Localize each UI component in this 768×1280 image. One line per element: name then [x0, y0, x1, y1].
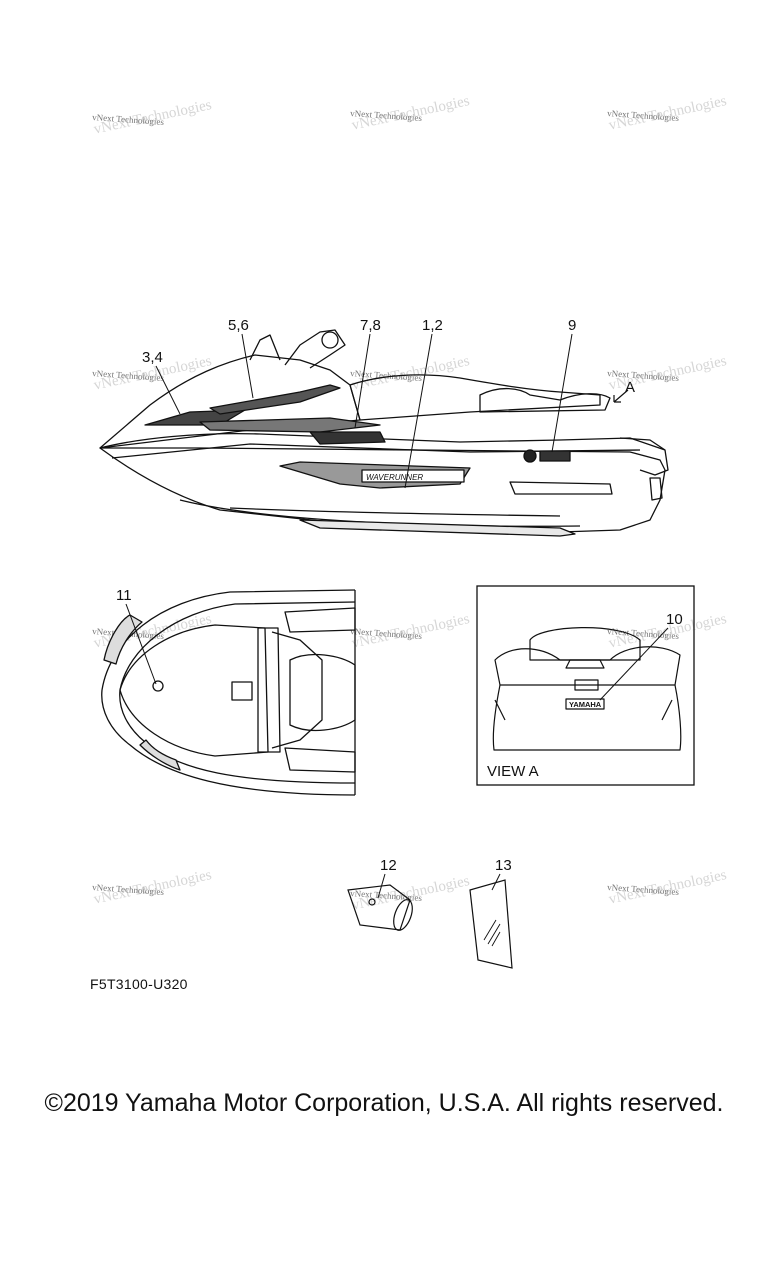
leader-3-4 — [155, 365, 181, 415]
top-console — [257, 627, 281, 753]
watermark: vNext Technologies vNext Technologies — [92, 867, 213, 908]
leader-1-2 — [404, 333, 433, 489]
rear-grab-handle — [479, 387, 611, 413]
watermark: vNext Technologies vNext Technologies — [350, 873, 471, 914]
decal-model-box — [361, 469, 465, 483]
leader-5-6 — [241, 333, 254, 399]
stern-backrest — [529, 627, 641, 661]
leader-13 — [491, 873, 501, 891]
stern-tail-right — [661, 699, 673, 721]
watercraft-top-view — [101, 589, 356, 796]
top-bow-deck — [119, 624, 269, 757]
view-direction-arrow-icon — [613, 389, 629, 403]
decal-model-text: WAVERUNNER — [366, 473, 423, 482]
gunwale-line — [99, 432, 666, 451]
top-inner-rail — [119, 601, 356, 784]
handlebar-grip — [321, 331, 339, 349]
seat — [349, 374, 601, 421]
side-view-callouts: 5,6 3,4 7,8 1,2 9 — [142, 317, 576, 489]
decal-roll-hole — [368, 898, 376, 906]
callout-12: 12 — [380, 857, 397, 874]
stern-platform — [619, 437, 669, 476]
callout-3-4: 3,4 — [142, 349, 163, 366]
yamaha-side-badge — [539, 450, 571, 462]
decal-mid-stripe — [199, 417, 381, 433]
stern-slot — [574, 679, 599, 691]
callout-7-8: 7,8 — [360, 317, 381, 334]
leader-11 — [125, 603, 157, 685]
decal-11-spot — [152, 680, 164, 692]
parts-diagram: vNext Technologies vNext Technologies vN… — [92, 93, 728, 969]
view-a-stern-drawing — [492, 627, 682, 751]
callout-1-2: 1,2 — [422, 317, 443, 334]
steering-column — [249, 334, 281, 361]
top-footwell-upper — [284, 607, 356, 633]
stern-step — [565, 659, 605, 669]
yamaha-rear-badge-text: YAMAHA — [569, 700, 602, 709]
leader-10 — [599, 627, 669, 701]
callout-11: 11 — [116, 587, 132, 604]
stern-tail-left — [494, 699, 506, 721]
view-a-label: VIEW A — [487, 763, 539, 780]
top-handlebar — [271, 631, 323, 749]
side-vent — [509, 481, 613, 495]
decal-card-shine-icon — [483, 919, 501, 947]
view-a-frame — [476, 585, 695, 786]
hull-outline — [99, 447, 666, 533]
decal-card-outline — [469, 879, 513, 969]
top-hull-outline — [101, 589, 356, 796]
watercraft-side-view: WAVERUNNER A — [99, 329, 669, 537]
hull-waterline — [299, 519, 576, 537]
top-footwell-lower — [284, 747, 356, 773]
decal-upper-stripe — [209, 384, 341, 415]
hull-chine-line — [229, 507, 561, 517]
bow-deck — [99, 354, 361, 449]
decal-side-badge — [309, 431, 386, 445]
stern-body — [492, 684, 682, 751]
yamaha-emblem-icon — [523, 449, 537, 463]
stern-handle — [494, 646, 681, 686]
yamaha-rear-badge — [565, 698, 605, 710]
part-12-decal-roll: 12 — [347, 857, 413, 931]
view-a-panel: YAMAHA 10 VIEW A — [476, 585, 695, 786]
watermarks: vNext Technologies vNext Technologies vN… — [92, 93, 728, 914]
view-arrow-label: A — [625, 379, 635, 396]
watermark: vNext Technologies vNext Technologies — [350, 611, 471, 652]
part-13-decal-card: 13 — [469, 857, 513, 969]
watermark: vNext Technologies vNext Technologies — [607, 867, 728, 908]
leader-12 — [377, 873, 386, 899]
watermark: vNext Technologies vNext Technologies — [350, 353, 471, 394]
callout-5-6: 5,6 — [228, 317, 249, 334]
stern-detail — [649, 477, 663, 501]
callout-13: 13 — [495, 857, 512, 874]
watermark: vNext Technologies vNext Technologies — [92, 97, 213, 138]
decal-roll-end-icon — [393, 899, 413, 931]
callout-9: 9 — [568, 317, 576, 334]
top-hatch — [231, 681, 253, 701]
top-bumper-right — [139, 739, 181, 771]
callout-10: 10 — [666, 611, 683, 628]
handlebar — [284, 329, 346, 369]
part-code: F5T3100-U320 — [90, 976, 188, 992]
decal-roll-body — [347, 884, 411, 931]
top-bumper-left — [103, 614, 143, 665]
leader-7-8 — [354, 333, 371, 429]
top-view-callouts: 11 — [116, 587, 157, 685]
copyright-notice: ©2019 Yamaha Motor Corporation, U.S.A. A… — [44, 1089, 724, 1117]
watermark: vNext Technologies vNext Technologies — [350, 93, 471, 134]
watermark: vNext Technologies vNext Technologies — [607, 93, 728, 134]
leader-9 — [551, 333, 573, 453]
